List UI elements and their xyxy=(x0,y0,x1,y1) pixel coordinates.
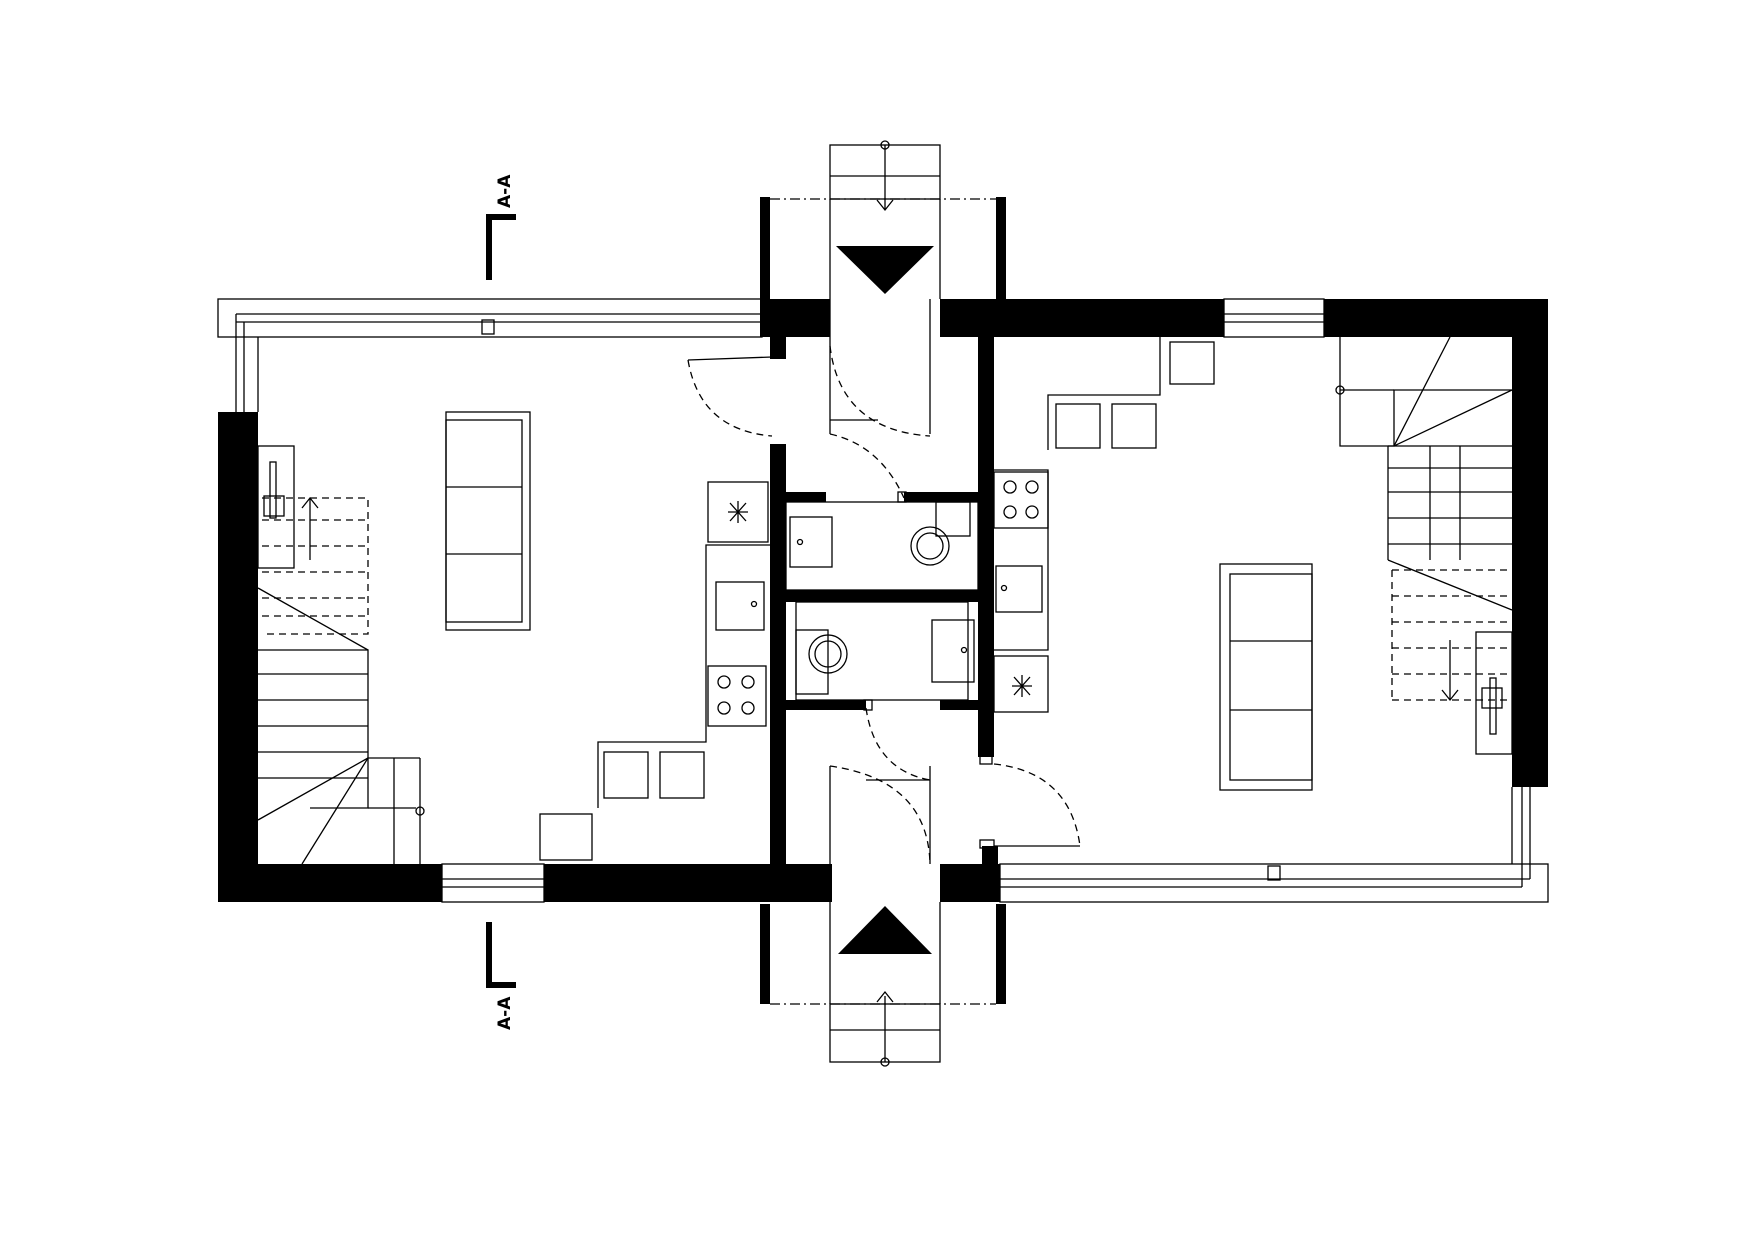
toilet-top xyxy=(910,526,950,566)
right-kitchen xyxy=(993,337,1215,713)
right-stair xyxy=(1335,336,1513,755)
exterior-walls xyxy=(218,299,1548,902)
basin-bottom xyxy=(931,619,975,683)
left-sofa xyxy=(445,411,531,631)
fridge-right xyxy=(993,655,1049,713)
triangle-icon xyxy=(836,246,934,294)
toilet-bottom xyxy=(808,634,848,674)
section-mark-top: A-A xyxy=(486,174,516,280)
stove-right xyxy=(993,471,1049,529)
section-label-top: A-A xyxy=(495,174,515,208)
entrance-markers xyxy=(836,199,934,1003)
bathroom-bottom xyxy=(795,601,975,701)
right-sofa xyxy=(1219,563,1313,791)
section-mark-bottom: A-A xyxy=(486,922,516,1030)
basin-top xyxy=(789,516,833,568)
interior-walls xyxy=(770,337,998,865)
section-label-bottom: A-A xyxy=(495,996,515,1030)
stove-left xyxy=(707,665,767,727)
asterisk-icon xyxy=(1012,675,1032,697)
outline-lines xyxy=(217,140,1549,1067)
left-stair xyxy=(257,445,425,865)
doors xyxy=(687,345,1081,865)
left-kitchen xyxy=(539,481,770,861)
sink-right xyxy=(995,565,1043,613)
sink-left xyxy=(715,581,765,631)
fridge-left xyxy=(707,481,769,543)
entrance-canopy-walls xyxy=(760,197,1006,1004)
arrow-icon xyxy=(876,990,894,1003)
triangle-icon xyxy=(838,906,932,954)
bathroom-top xyxy=(785,501,979,591)
arrow-icon xyxy=(876,199,894,212)
asterisk-icon xyxy=(728,501,748,523)
